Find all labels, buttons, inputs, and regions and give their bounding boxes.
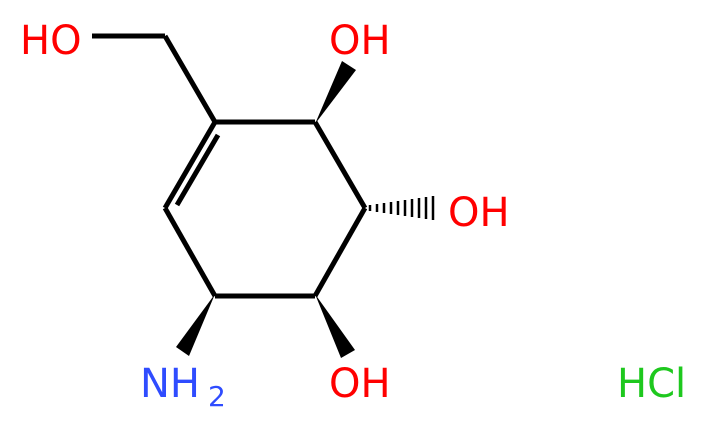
bond-c1-ch2 [162,34,218,124]
bond-ring-c2-c3 [312,120,368,210]
hydroxyl-bottom-label: OH [329,361,391,407]
wedge-bond-amine [176,294,215,356]
bond-ring-c5-c6 [162,206,218,298]
hashed-wedge-bond [368,196,435,220]
wedge-bond-top [315,61,356,124]
wedge-bond-bottom [315,294,355,358]
hydroxyl-top-label: OH [329,18,391,64]
hydroxyl-middle-label: OH [448,190,510,236]
counterion-label: HCl [617,361,686,407]
amine-label: NH [140,361,200,407]
hydroxymethyl-label: HO [20,18,82,64]
bond-ring-c3-c4 [312,206,368,298]
bond-ring-c6-c1 [162,120,218,210]
bonds [92,33,368,299]
bond-double-inner [174,133,221,207]
amine-subscript: 2 [208,380,226,413]
